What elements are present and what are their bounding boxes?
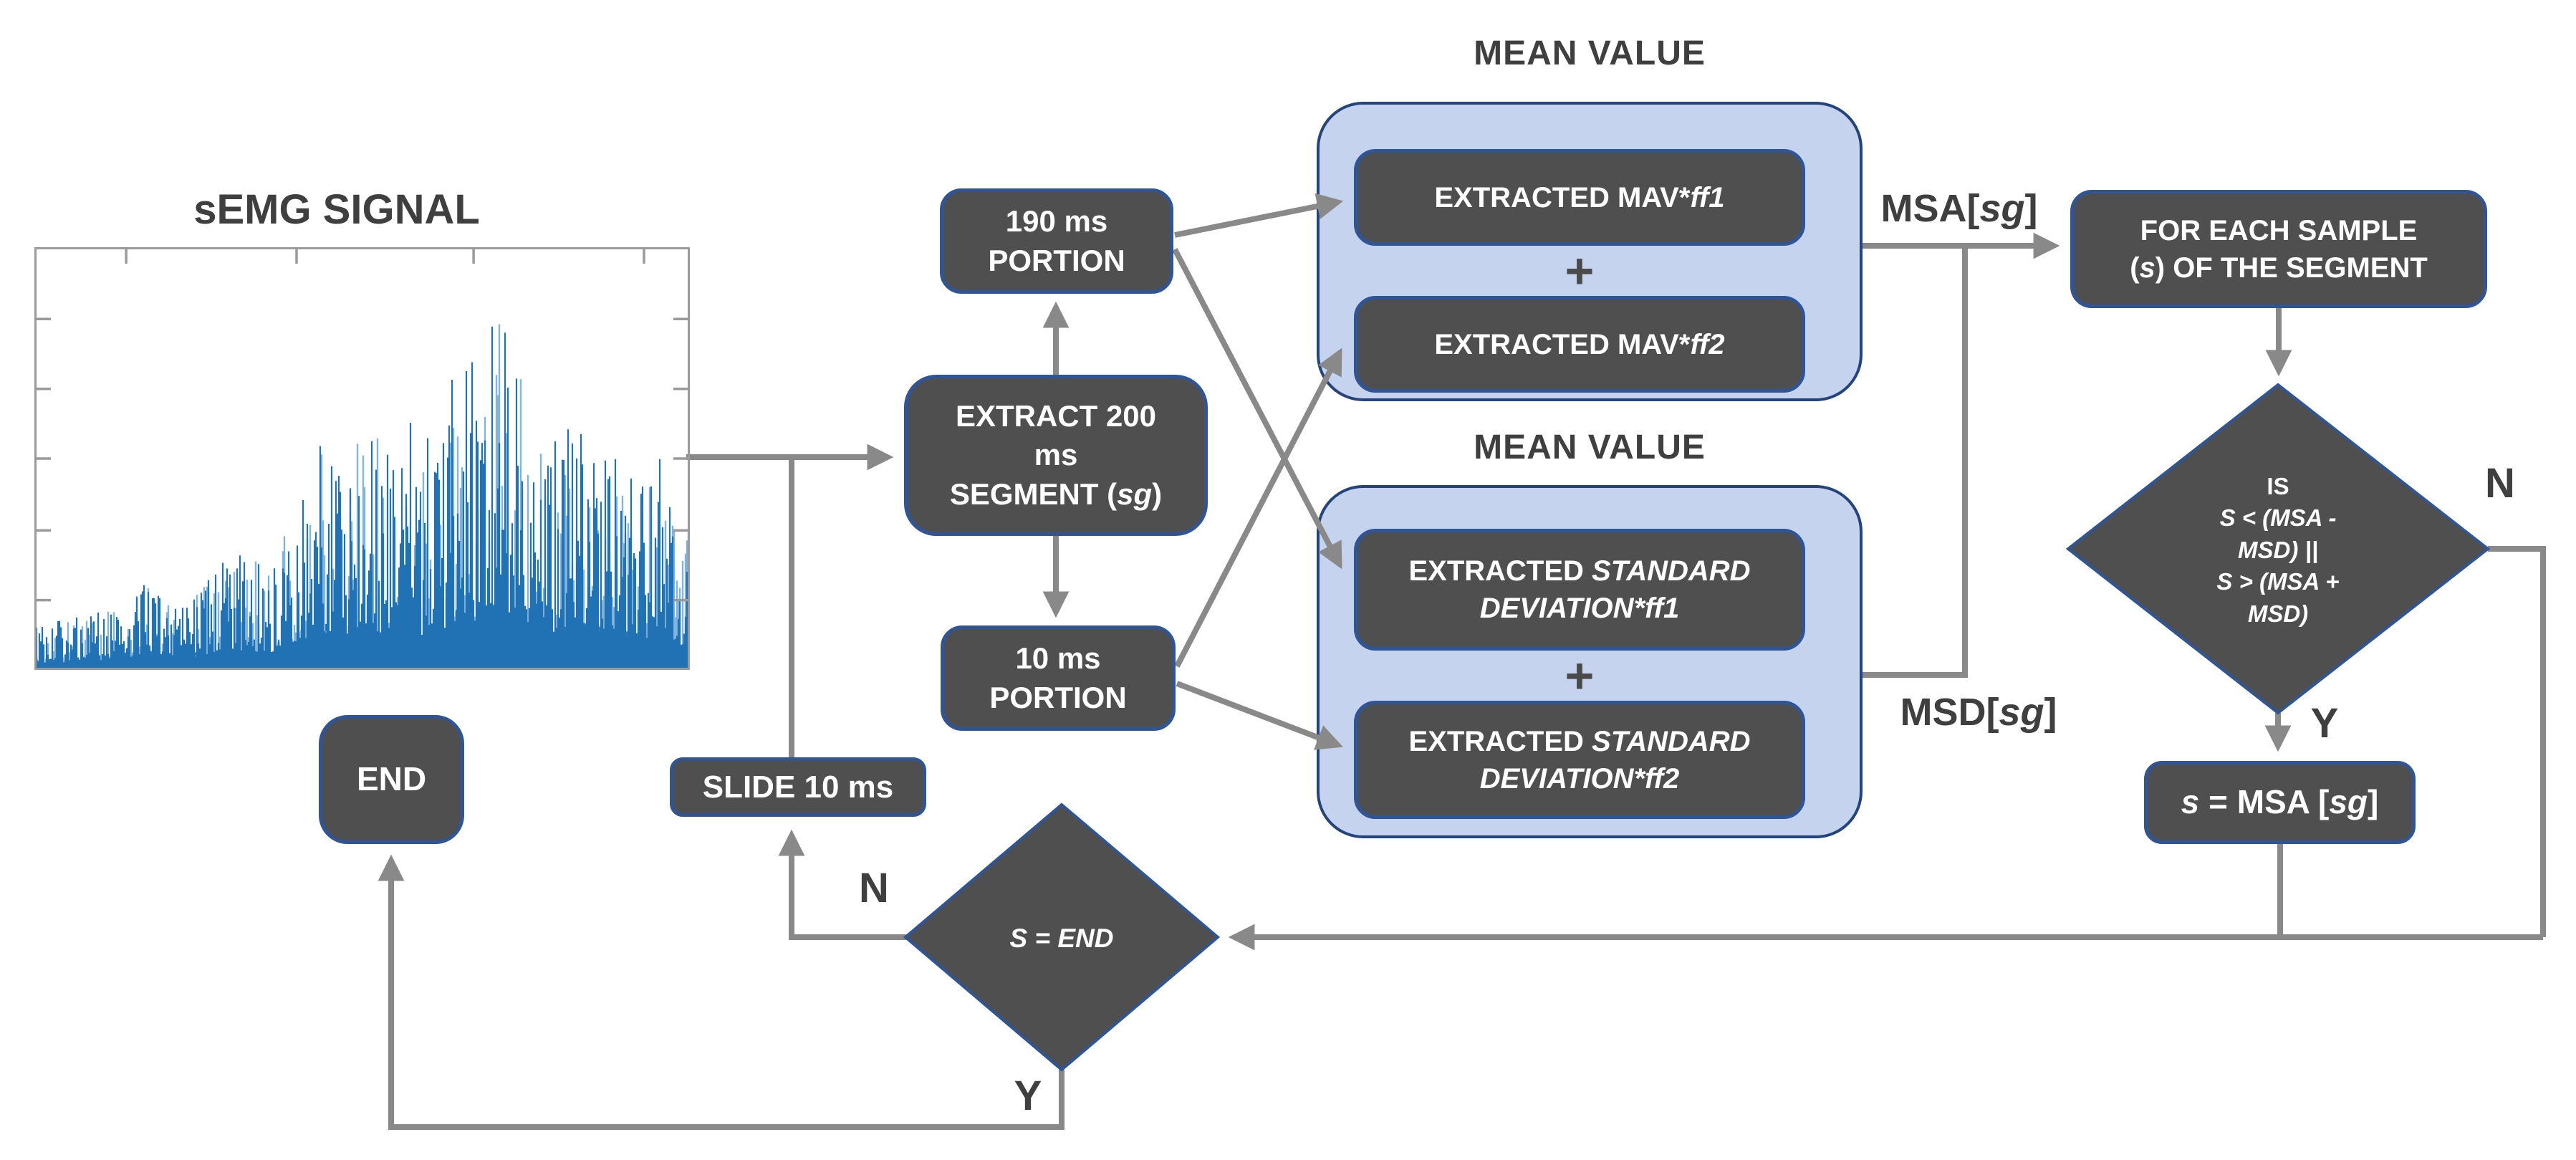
arrow-10-to-sdff2	[1176, 681, 1343, 750]
line-msd-elbow	[1863, 249, 1968, 678]
node-extracted-mav-ff2: EXTRACTED MAV*ff2	[1354, 296, 1805, 393]
node-extracted-mav-ff1: EXTRACTED MAV*ff1	[1354, 149, 1805, 246]
node-for-each-sample: FOR EACH SAMPLE(s) OF THE SEGMENT	[2070, 190, 2487, 308]
plus-sign-bottom: +	[1565, 647, 1595, 704]
plus-sign-top: +	[1565, 242, 1595, 299]
s-equals-end-text: S = END	[1009, 924, 1114, 954]
arrow-190-to-sdff1	[1172, 248, 1342, 570]
branch-label-y-is: Y	[2310, 700, 2339, 747]
branch-label-y-send: Y	[1014, 1073, 1042, 1120]
node-end: END	[319, 715, 464, 844]
is-condition-diamond	[2065, 383, 2491, 715]
msa-sg-label: MSA[sg]	[1880, 187, 2038, 231]
semg-signal-title: sEMG SIGNAL	[193, 186, 480, 234]
s-equals-end-diamond	[903, 802, 1221, 1072]
semg-signal-plot	[34, 247, 690, 670]
line-is-n-elbow	[2488, 546, 2546, 937]
branch-label-n-send: N	[859, 865, 889, 912]
node-slide-10ms: SLIDE 10 ms	[670, 757, 926, 817]
msd-sg-label: MSD[sg]	[1900, 691, 2057, 734]
arrow-send-n-to-slide	[778, 829, 908, 940]
branch-label-n-is: N	[2485, 460, 2515, 507]
node-s-equals-msa-sg: s = MSA [sg]	[2144, 761, 2416, 844]
arrow-10-to-mavff2	[1174, 347, 1342, 668]
arrow-190-to-mavff1	[1174, 193, 1344, 238]
mean-value-top-title: MEAN VALUE	[1474, 34, 1706, 72]
mean-value-bottom-title: MEAN VALUE	[1474, 428, 1706, 466]
arrow-send-y-to-end	[378, 854, 1064, 1130]
